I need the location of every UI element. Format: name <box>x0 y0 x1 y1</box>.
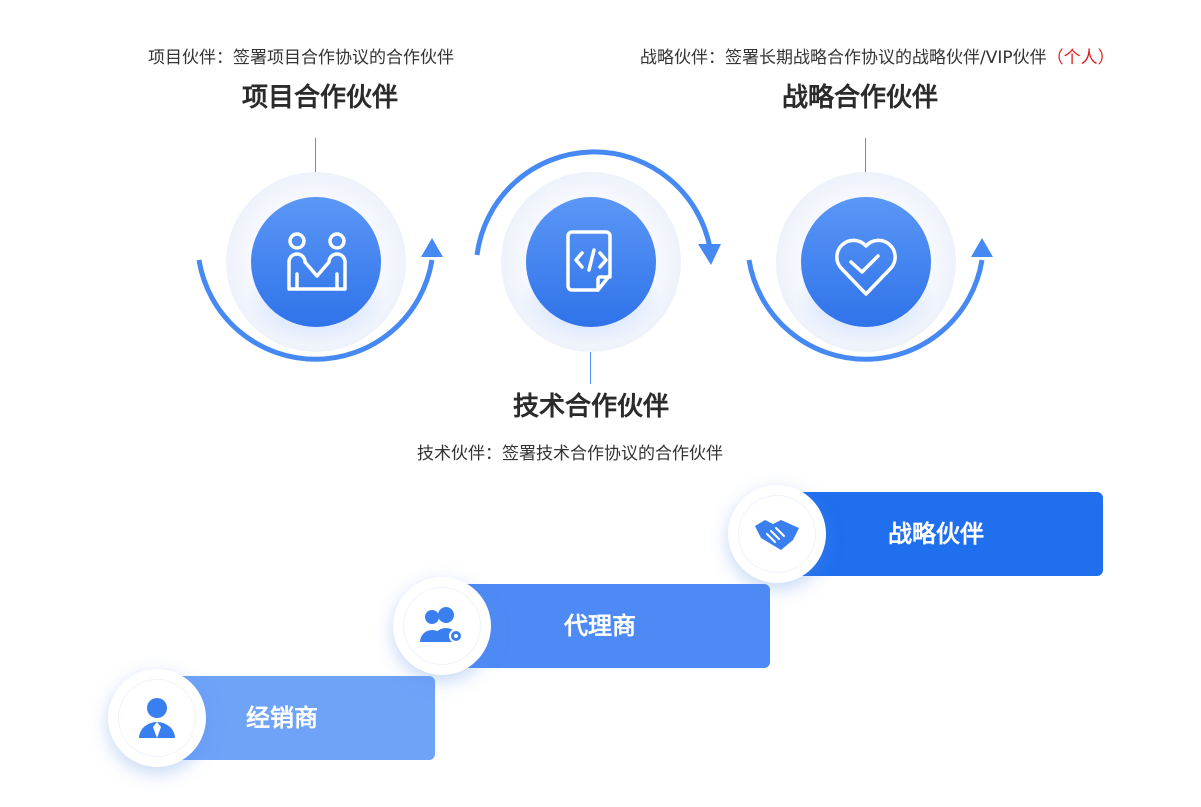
step-agent-badge <box>393 577 491 675</box>
step-strategic-label: 战略伙伴 <box>888 520 984 548</box>
step-agent-badge-inner <box>403 587 481 665</box>
code-document-icon <box>566 230 612 292</box>
heart-icon <box>835 238 897 296</box>
step-agent: 代理商 <box>440 584 770 668</box>
step-agent-label: 代理商 <box>564 612 636 640</box>
strategic-partner-node <box>746 172 993 362</box>
strategic-partner-description: 战略伙伴：签署长期战略合作协议的战略伙伴/VIP伙伴（个人） <box>640 47 1115 69</box>
step-strategic-badge-inner <box>738 495 816 573</box>
project-partner-description: 项目伙伴：签署项目合作协议的合作伙伴 <box>148 48 454 68</box>
partner-cycle-diagram <box>196 149 993 362</box>
project-connector-line <box>315 138 316 172</box>
tech-partner-node <box>474 149 721 352</box>
strategic-arc-arrow <box>971 238 993 257</box>
tech-connector-line <box>590 352 591 384</box>
strategic-core <box>801 197 931 327</box>
tech-partner-description: 技术伙伴：签署技术合作协议的合作伙伴 <box>417 444 723 464</box>
handshake-icon <box>755 520 799 550</box>
step-distributor-badge-inner <box>118 679 196 757</box>
strategic-partner-note: （个人） <box>1046 48 1115 68</box>
strategic-connector-line <box>865 138 866 172</box>
tech-arc-arrow <box>698 244 721 265</box>
tech-partner-title: 技术合作伙伴 <box>512 392 669 422</box>
project-core <box>251 197 381 327</box>
strategic-partner-description-text: 战略伙伴：签署长期战略合作协议的战略伙伴/VIP伙伴 <box>640 48 1047 68</box>
person-icon <box>139 698 175 738</box>
handshake-people-icon <box>287 232 347 291</box>
project-partner-title: 项目合作伙伴 <box>241 83 398 113</box>
project-arc <box>196 259 435 362</box>
project-arc-arrow <box>421 238 443 257</box>
strategic-arc <box>746 259 985 362</box>
group-icon <box>420 607 463 643</box>
step-distributor-badge <box>108 669 206 767</box>
step-distributor-label: 经销商 <box>246 704 318 732</box>
step-strategic-badge <box>728 485 826 583</box>
strategic-partner-title: 战略合作伙伴 <box>781 83 938 113</box>
tech-arc <box>474 149 713 256</box>
project-partner-node <box>196 172 443 362</box>
